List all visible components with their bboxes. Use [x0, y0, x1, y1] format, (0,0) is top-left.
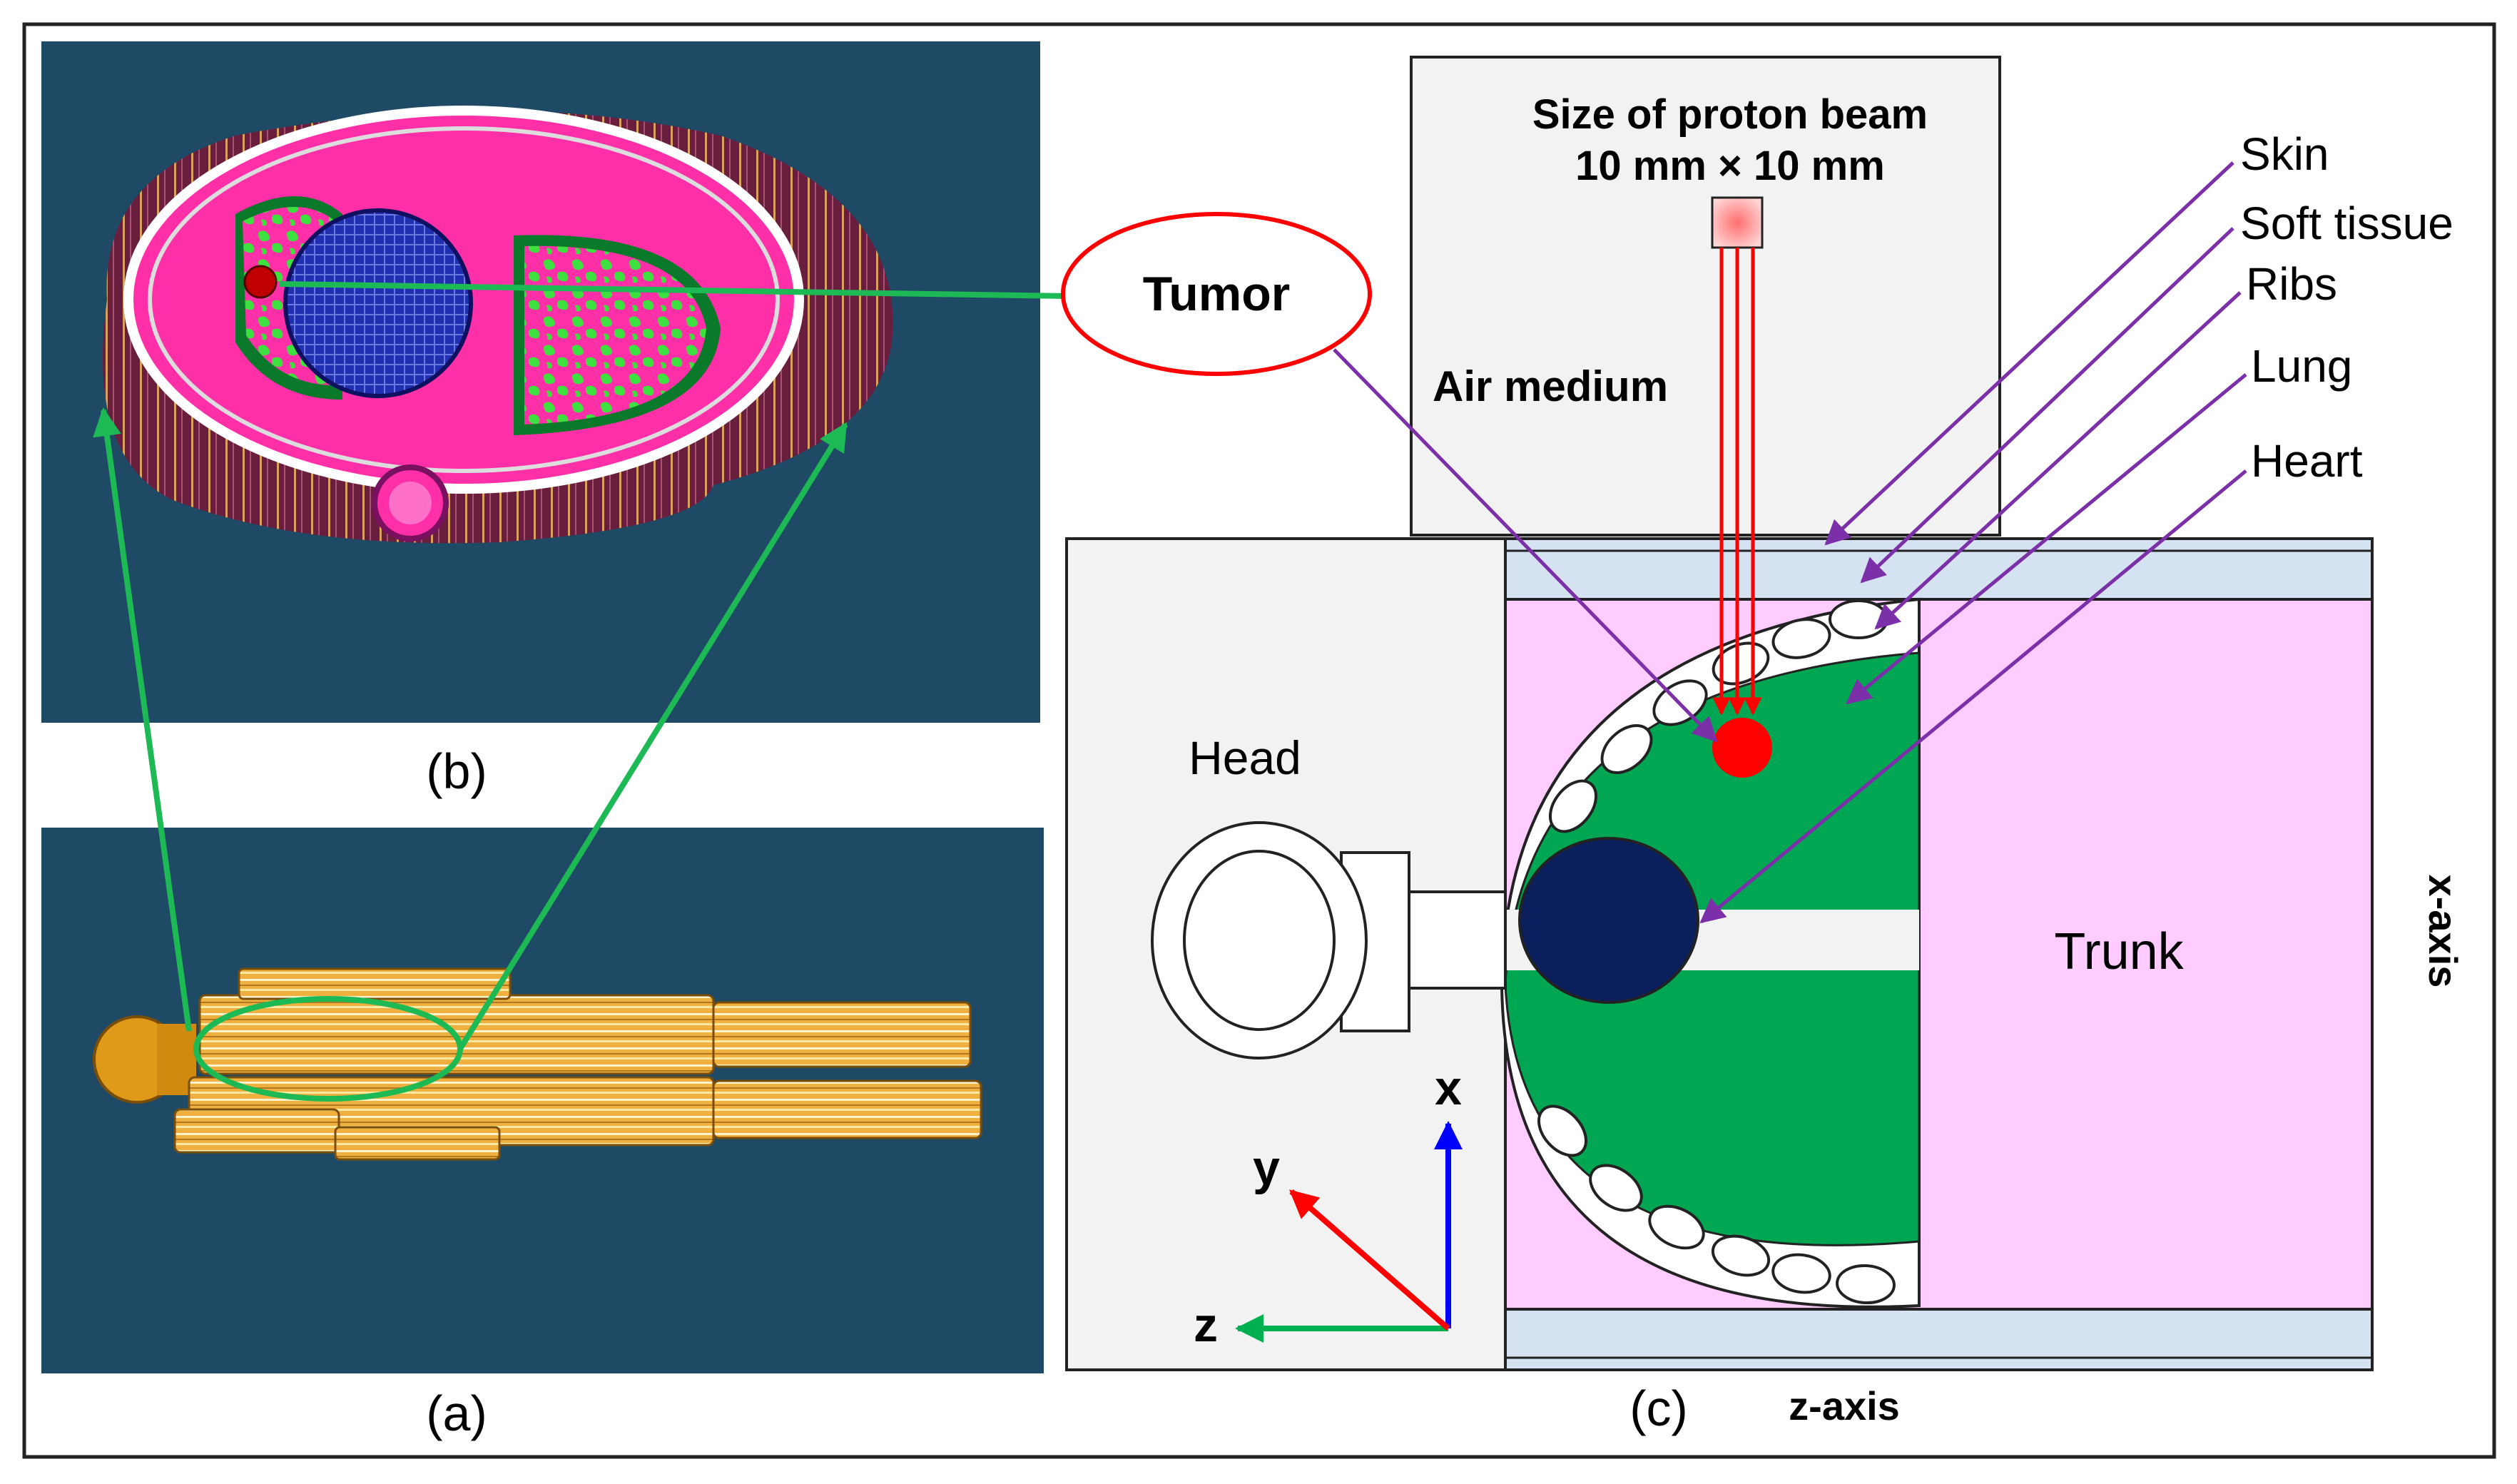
x-axis-label: x-axis [2421, 875, 2466, 988]
tumor-marker [1712, 718, 1772, 778]
panel-a-label: (a) [426, 1386, 487, 1441]
label-lung: Lung [2251, 340, 2352, 392]
air-medium-label: Air medium [1433, 362, 1668, 410]
tissue-pointers [1699, 161, 2247, 924]
skin-bottom [1504, 1308, 2374, 1371]
panel-b-render [41, 41, 1040, 723]
tumor-callout-oval [1061, 212, 1372, 376]
figure-border [22, 22, 2496, 1459]
axes-gizmo: x y z [1194, 1061, 1463, 1352]
air-medium-region [1410, 56, 2001, 537]
gizmo-y-label: y [1253, 1141, 1280, 1195]
label-heart: Heart [2251, 435, 2363, 487]
beam-size-line1: Size of proton beam [1532, 91, 1928, 138]
label-ribs: Ribs [2246, 258, 2337, 310]
tissue-labels: Skin Soft tissue Ribs Lung Heart [2240, 128, 2454, 487]
panel-c-schematic [1065, 56, 2374, 1371]
head-label: Head [1189, 731, 1301, 784]
beam-size-line2: 10 mm × 10 mm [1575, 143, 1885, 189]
panel-a-render [41, 828, 1044, 1373]
gizmo-x-label: x [1435, 1061, 1462, 1115]
head-glyph [1151, 821, 1507, 1059]
beam-rays [1712, 248, 1762, 716]
heart [1518, 837, 1699, 1004]
panel-b-label: (b) [426, 743, 487, 799]
beam-source [1711, 196, 1764, 249]
tumor-pointer [1333, 348, 1718, 743]
panel-c-label: (c) [1629, 1381, 1688, 1436]
label-soft-tissue: Soft tissue [2240, 198, 2454, 249]
trunk-label: Trunk [2054, 923, 2184, 980]
tumor-callout-label: Tumor [1143, 267, 1291, 321]
z-axis-label: z-axis [1789, 1383, 1900, 1428]
gizmo-z-label: z [1194, 1298, 1218, 1352]
label-skin: Skin [2240, 128, 2329, 180]
zoom-links [93, 281, 1067, 1102]
